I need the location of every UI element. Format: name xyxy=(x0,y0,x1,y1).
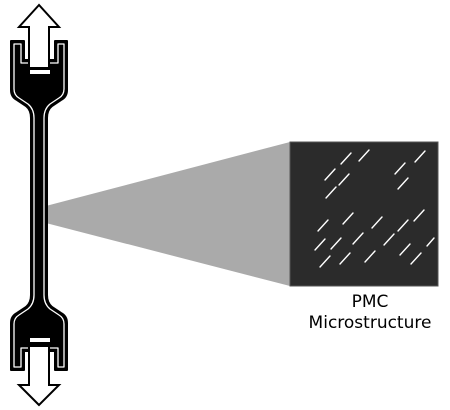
fiber-stroke xyxy=(319,255,331,268)
fiber-stroke xyxy=(397,219,409,232)
fiber-stroke xyxy=(325,186,337,199)
fiber-stroke xyxy=(399,243,411,256)
fiber-stroke xyxy=(426,237,435,247)
fiber-stroke xyxy=(317,219,329,232)
fiber-stroke xyxy=(352,232,364,245)
fiber-group xyxy=(314,149,435,268)
tension-arrow-up-icon xyxy=(16,3,62,69)
fiber-stroke xyxy=(338,173,350,186)
tension-arrow-down-icon xyxy=(16,345,62,407)
fiber-stroke xyxy=(414,150,426,163)
callout-wedge xyxy=(42,142,290,286)
dogbone-specimen xyxy=(10,40,68,371)
fiber-stroke xyxy=(413,209,425,222)
fiber-stroke xyxy=(314,238,326,251)
caption-line-1: PMC xyxy=(351,292,389,312)
fiber-stroke xyxy=(342,212,354,225)
microstructure-panel xyxy=(289,141,439,287)
specimen-inner-outline xyxy=(13,43,65,368)
fiber-stroke xyxy=(410,252,422,265)
fiber-stroke xyxy=(340,152,352,165)
fiber-stroke xyxy=(394,162,406,175)
fiber-stroke xyxy=(397,177,409,190)
microstructure-background xyxy=(289,141,439,287)
fiber-stroke xyxy=(383,233,395,246)
fiber-stroke xyxy=(339,252,351,265)
fiber-stroke xyxy=(330,237,342,250)
microstructure-caption: PMC Microstructure xyxy=(290,292,450,334)
grip-tab-bottom xyxy=(30,338,50,342)
fiber-stroke xyxy=(324,168,336,181)
grip-tab-top xyxy=(30,70,50,74)
fiber-stroke xyxy=(371,216,383,229)
caption-line-2: Microstructure xyxy=(308,313,432,333)
fiber-stroke xyxy=(358,149,370,162)
fiber-stroke xyxy=(364,250,376,263)
specimen-body xyxy=(10,40,68,371)
